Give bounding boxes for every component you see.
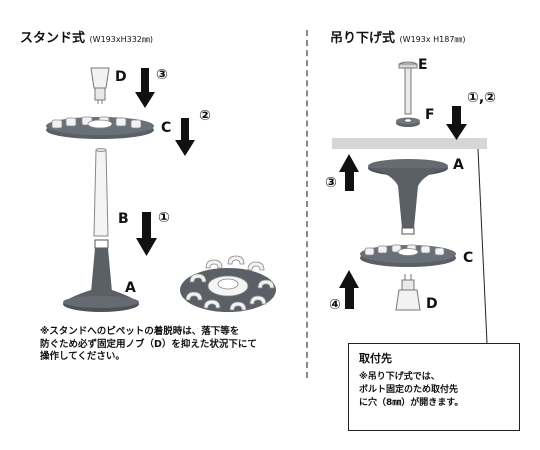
section-divider: [306, 30, 308, 378]
label-f: F: [425, 107, 435, 123]
label-e: E: [418, 57, 428, 73]
stand-type-dimensions: (W193xH332㎜): [89, 35, 153, 44]
hanging-type-heading: 吊り下げ式 (W193x H187㎜): [330, 27, 466, 46]
step-3-left: ③: [156, 67, 168, 83]
part-f-washer: [396, 117, 420, 127]
carousel-top-view: [180, 255, 276, 312]
part-c-carousel-left: [46, 116, 154, 139]
label-a-left: A: [125, 280, 136, 296]
label-c-left: C: [161, 120, 172, 136]
mounting-surface: [332, 138, 487, 149]
part-c-carousel-right: [360, 244, 456, 267]
arrow-step4-right: [339, 270, 359, 309]
step-4-right: ④: [329, 297, 341, 313]
mounting-info-line-1: ※吊り下げ式では、: [359, 372, 440, 382]
arrow-step3-left: [135, 68, 155, 108]
part-d-knob-right: [395, 274, 421, 311]
part-a-stand-base: [63, 239, 139, 312]
caution-line-3: 操作してください。: [40, 351, 125, 362]
caution-line-1: ※スタンドへのピペットの着脱時は、落下等を: [40, 326, 240, 337]
stand-caution-note: ※スタンドへのピペットの着脱時は、落下等を 防ぐため必ず固定用ノブ（D）を抑えた…: [40, 326, 257, 364]
part-a-hanging-base: [368, 159, 448, 235]
step-12-right: ①,②: [467, 90, 497, 106]
stand-type-heading: スタンド式 (W193xH332㎜): [20, 27, 153, 46]
mounting-info-title: 取付先: [359, 352, 392, 365]
label-c-right: C: [463, 250, 474, 266]
part-e-bolt: [398, 61, 418, 115]
leader-line: [477, 148, 488, 344]
arrow-step3-right: [339, 154, 359, 191]
arrow-step12-right: [446, 106, 467, 140]
mounting-info-box: 取付先 ※吊り下げ式では、 ボルト固定のため取付先 に穴（8㎜）が開きます。: [348, 343, 520, 431]
label-d-left: D: [115, 69, 127, 85]
step-3-right: ③: [325, 175, 337, 191]
caution-line-2: 防ぐため必ず固定用ノブ（D）を抑えた状況下にて: [40, 338, 257, 350]
stand-type-title: スタンド式: [20, 31, 86, 46]
arrow-step2-left: [175, 118, 195, 156]
arrow-step1-left: [136, 212, 157, 256]
label-b: B: [118, 211, 129, 227]
step-1-left: ①: [158, 210, 170, 226]
label-d-right: D: [426, 296, 438, 312]
part-b-pole: [93, 147, 109, 237]
part-d-knob-left: [90, 67, 110, 104]
hanging-type-dimensions: (W193x H187㎜): [399, 35, 466, 44]
label-a-right: A: [453, 157, 464, 173]
step-2-left: ②: [199, 108, 211, 124]
mounting-info-line-2: ボルト固定のため取付先: [359, 385, 459, 395]
mounting-info-line-3: に穴（8㎜）が開きます。: [359, 398, 464, 408]
hanging-type-title: 吊り下げ式: [330, 31, 396, 46]
